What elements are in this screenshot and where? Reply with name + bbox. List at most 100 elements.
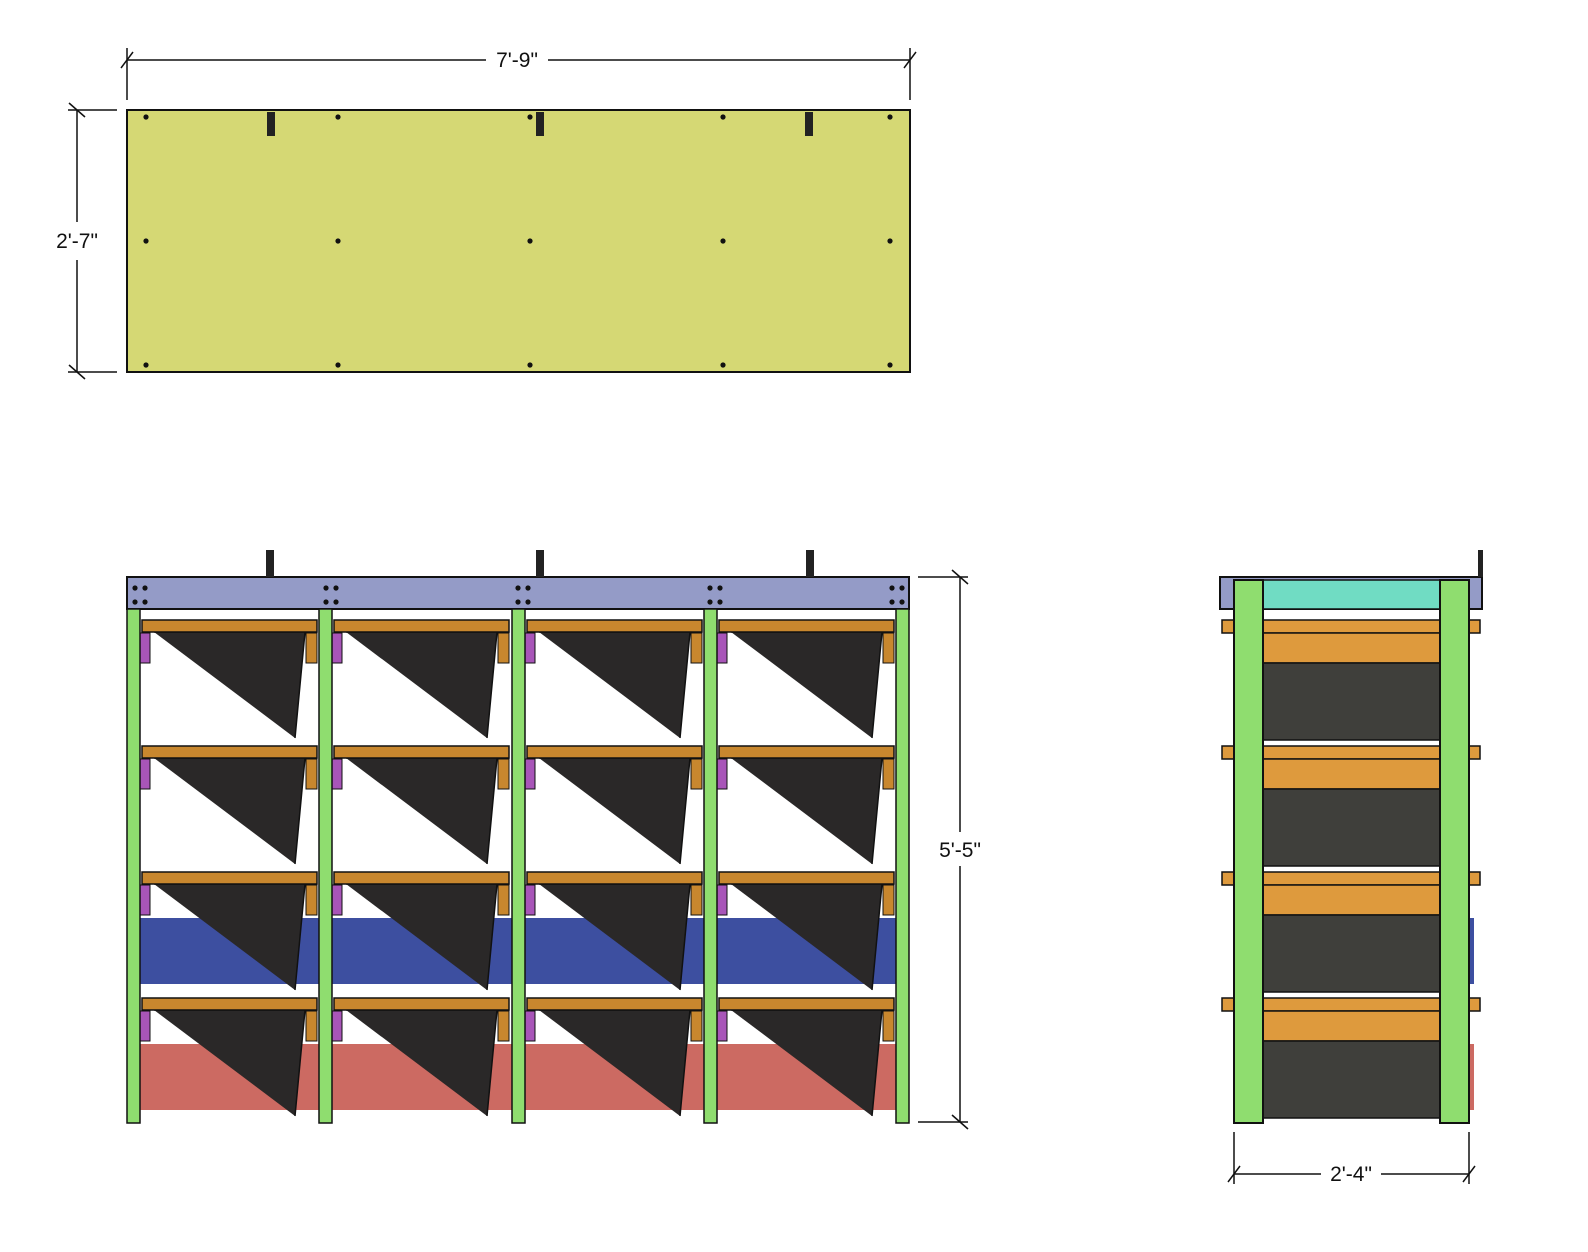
front-height-dimension bbox=[918, 569, 969, 1130]
storage-cell bbox=[716, 997, 895, 1117]
left-runner bbox=[524, 884, 536, 916]
storage-bin bbox=[539, 757, 691, 865]
side-bin-lip bbox=[1262, 632, 1441, 664]
front-legs bbox=[126, 608, 910, 1124]
side-bin bbox=[1262, 662, 1441, 741]
right-runner bbox=[305, 632, 318, 664]
right-runner bbox=[497, 632, 510, 664]
storage-cell bbox=[331, 619, 510, 739]
storage-cell bbox=[524, 619, 703, 739]
bin-lip bbox=[141, 745, 318, 759]
screw-dot bbox=[335, 362, 341, 368]
side-bin-lip bbox=[1262, 884, 1441, 916]
storage-bin bbox=[539, 631, 691, 739]
side-depth-dimension bbox=[1227, 1132, 1476, 1184]
top-view: 7'-9" 2'-7" bbox=[56, 48, 917, 380]
top-wall-brackets bbox=[267, 112, 813, 136]
left-runner bbox=[331, 758, 343, 790]
storage-bin bbox=[154, 757, 306, 865]
top-depth-label: 2'-7" bbox=[56, 230, 98, 253]
bin-lip bbox=[718, 997, 895, 1011]
wall-bracket bbox=[536, 112, 544, 136]
side-row bbox=[1221, 619, 1481, 741]
storage-bin bbox=[346, 631, 498, 739]
left-runner bbox=[524, 1010, 536, 1042]
storage-cell bbox=[331, 871, 510, 991]
right-runner bbox=[497, 1010, 510, 1042]
right-runner bbox=[497, 758, 510, 790]
screw-dot bbox=[143, 362, 149, 368]
screw-dot bbox=[143, 114, 149, 120]
right-runner bbox=[690, 1010, 703, 1042]
storage-cell bbox=[139, 745, 318, 865]
bin-lip bbox=[718, 745, 895, 759]
bin-lip bbox=[333, 745, 510, 759]
bin-lip bbox=[718, 619, 895, 633]
front-leg bbox=[318, 608, 333, 1124]
side-leg-front bbox=[1233, 579, 1264, 1124]
side-row4-panel-edge bbox=[1470, 1044, 1474, 1110]
left-runner bbox=[139, 758, 151, 790]
storage-cell bbox=[139, 619, 318, 739]
rail-bolt bbox=[889, 599, 895, 605]
left-runner bbox=[139, 884, 151, 916]
left-runner bbox=[524, 758, 536, 790]
front-leg bbox=[511, 608, 526, 1124]
bin-lip bbox=[333, 997, 510, 1011]
bin-lip bbox=[141, 997, 318, 1011]
rail-bolt bbox=[132, 585, 138, 591]
top-panel-screws bbox=[143, 114, 893, 368]
screw-dot bbox=[527, 238, 533, 244]
front-wall-brackets bbox=[266, 550, 814, 577]
storage-cell bbox=[716, 745, 895, 865]
screw-dot bbox=[720, 114, 726, 120]
rail-bolt bbox=[515, 599, 521, 605]
side-leg-back bbox=[1439, 579, 1470, 1124]
rail-bolt bbox=[889, 585, 895, 591]
right-runner bbox=[305, 884, 318, 916]
side-bin-lip bbox=[1262, 1010, 1441, 1042]
wall-bracket bbox=[266, 550, 274, 577]
wall-bracket bbox=[805, 112, 813, 136]
bin-lip bbox=[141, 619, 318, 633]
top-depth-dimension bbox=[68, 102, 117, 380]
wall-bracket bbox=[1478, 550, 1483, 577]
side-bin-lip bbox=[1262, 758, 1441, 790]
rail-bolt bbox=[142, 599, 148, 605]
storage-cell bbox=[331, 997, 510, 1117]
rail-bolt bbox=[525, 585, 531, 591]
front-leg bbox=[703, 608, 718, 1124]
front-leg bbox=[895, 608, 910, 1124]
rail-bolt bbox=[525, 599, 531, 605]
bin-lip bbox=[333, 871, 510, 885]
screw-dot bbox=[335, 238, 341, 244]
left-runner bbox=[139, 632, 151, 664]
storage-cell bbox=[524, 997, 703, 1117]
right-runner bbox=[882, 632, 895, 664]
top-width-dimension bbox=[120, 48, 917, 100]
rail-bolt bbox=[717, 585, 723, 591]
rail-bolt bbox=[333, 585, 339, 591]
storage-cell bbox=[716, 619, 895, 739]
rail-bolt bbox=[707, 599, 713, 605]
left-runner bbox=[331, 632, 343, 664]
wall-bracket bbox=[267, 112, 275, 136]
left-runner bbox=[331, 884, 343, 916]
rail-bolt bbox=[899, 585, 905, 591]
side-bin bbox=[1262, 1040, 1441, 1119]
side-view: 2'-4" bbox=[1219, 550, 1483, 1186]
bin-lip bbox=[526, 619, 703, 633]
right-runner bbox=[882, 1010, 895, 1042]
wall-bracket bbox=[806, 550, 814, 577]
right-runner bbox=[690, 884, 703, 916]
left-runner bbox=[716, 632, 728, 664]
storage-cell bbox=[139, 871, 318, 991]
storage-bin bbox=[154, 631, 306, 739]
screw-dot bbox=[720, 362, 726, 368]
rail-bolt bbox=[717, 599, 723, 605]
bin-lip bbox=[526, 871, 703, 885]
rail-bolt bbox=[515, 585, 521, 591]
side-row3-panel-edge bbox=[1470, 918, 1474, 984]
rail-bolt bbox=[899, 599, 905, 605]
